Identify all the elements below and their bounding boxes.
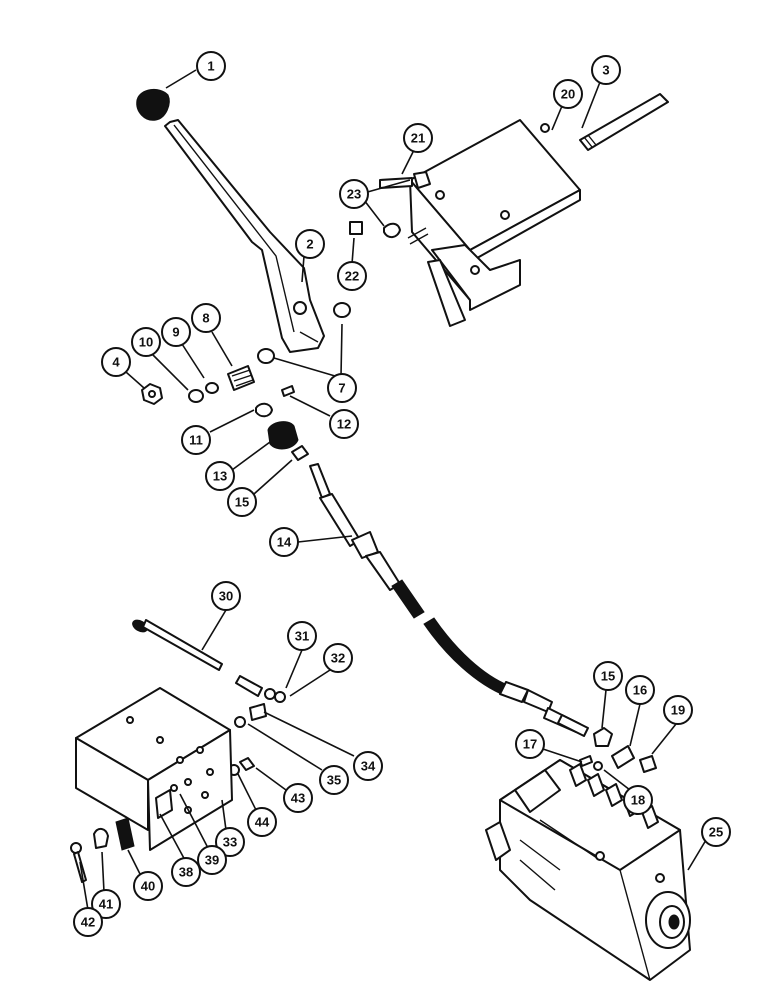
callout-22: 22 bbox=[337, 261, 367, 291]
callout-10: 10 bbox=[131, 327, 161, 357]
svg-text:25: 25 bbox=[709, 825, 723, 840]
svg-text:7: 7 bbox=[338, 381, 345, 396]
callout-39: 39 bbox=[197, 845, 227, 875]
svg-text:14: 14 bbox=[277, 535, 292, 550]
svg-text:31: 31 bbox=[295, 629, 309, 644]
callout-9: 9 bbox=[161, 317, 191, 347]
callout-8: 8 bbox=[191, 303, 221, 333]
callout-23: 23 bbox=[339, 179, 369, 209]
callout-11: 11 bbox=[181, 425, 211, 455]
svg-text:9: 9 bbox=[172, 325, 179, 340]
throttle-lever bbox=[164, 119, 325, 353]
callout-30: 30 bbox=[211, 581, 241, 611]
callout-42: 42 bbox=[73, 907, 103, 937]
svg-text:1: 1 bbox=[207, 59, 214, 74]
callout-16: 16 bbox=[625, 675, 655, 705]
svg-text:4: 4 bbox=[112, 355, 120, 370]
callout-19: 19 bbox=[663, 695, 693, 725]
callout-17: 17 bbox=[515, 729, 545, 759]
svg-text:20: 20 bbox=[561, 87, 575, 102]
svg-text:19: 19 bbox=[671, 703, 685, 718]
pin-and-ferrule bbox=[255, 385, 309, 461]
callout-34: 34 bbox=[353, 751, 383, 781]
cable-end-fittings bbox=[579, 727, 657, 773]
stop-control-bracket bbox=[75, 687, 233, 851]
callout-18: 18 bbox=[623, 785, 653, 815]
stop-control-rod bbox=[132, 619, 286, 776]
callout-44: 44 bbox=[247, 807, 277, 837]
svg-text:39: 39 bbox=[205, 853, 219, 868]
callout-2: 2 bbox=[295, 229, 325, 259]
leader-lines bbox=[79, 69, 707, 911]
svg-text:41: 41 bbox=[99, 897, 113, 912]
svg-text:2: 2 bbox=[306, 237, 313, 252]
svg-text:33: 33 bbox=[223, 835, 237, 850]
lever-mounting-bracket bbox=[409, 119, 581, 327]
callout-33: 33 bbox=[215, 827, 245, 857]
callout-43: 43 bbox=[283, 783, 313, 813]
svg-text:38: 38 bbox=[179, 865, 193, 880]
injection-pump bbox=[485, 759, 691, 981]
callout-31: 31 bbox=[287, 621, 317, 651]
svg-text:42: 42 bbox=[81, 915, 95, 930]
svg-text:35: 35 bbox=[327, 773, 341, 788]
svg-text:18: 18 bbox=[631, 793, 645, 808]
svg-text:3: 3 bbox=[602, 63, 609, 78]
throttle-knob bbox=[136, 88, 170, 121]
callout-13: 13 bbox=[205, 461, 235, 491]
svg-text:8: 8 bbox=[202, 311, 209, 326]
svg-text:16: 16 bbox=[633, 683, 647, 698]
callout-35: 35 bbox=[319, 765, 349, 795]
svg-text:10: 10 bbox=[139, 335, 153, 350]
svg-text:44: 44 bbox=[255, 815, 270, 830]
svg-text:15: 15 bbox=[601, 669, 615, 684]
pivot-shaft bbox=[407, 93, 669, 245]
callout-12: 12 bbox=[329, 409, 359, 439]
callout-41: 41 bbox=[91, 889, 121, 919]
svg-text:34: 34 bbox=[361, 759, 376, 774]
svg-text:15: 15 bbox=[235, 495, 249, 510]
callout-4: 4 bbox=[101, 347, 131, 377]
svg-text:12: 12 bbox=[337, 417, 351, 432]
clip-screw-parts bbox=[70, 817, 135, 883]
svg-text:23: 23 bbox=[347, 187, 361, 202]
svg-text:40: 40 bbox=[141, 879, 155, 894]
callout-1: 1 bbox=[196, 51, 226, 81]
throttle-cable bbox=[309, 463, 589, 737]
svg-text:22: 22 bbox=[345, 269, 359, 284]
callout-32: 32 bbox=[323, 643, 353, 673]
callout-40: 40 bbox=[133, 871, 163, 901]
callout-25: 25 bbox=[701, 817, 731, 847]
svg-text:21: 21 bbox=[411, 131, 425, 146]
callout-21: 21 bbox=[403, 123, 433, 153]
callout-38: 38 bbox=[171, 857, 201, 887]
svg-text:30: 30 bbox=[219, 589, 233, 604]
svg-text:13: 13 bbox=[213, 469, 227, 484]
svg-text:43: 43 bbox=[291, 791, 305, 806]
svg-text:17: 17 bbox=[523, 737, 537, 752]
friction-washers-and-spring bbox=[141, 302, 351, 405]
svg-text:32: 32 bbox=[331, 651, 345, 666]
callout-14: 14 bbox=[269, 527, 299, 557]
callout-15: 15 bbox=[227, 487, 257, 517]
callout-15-pump: 15 bbox=[593, 661, 623, 691]
svg-text:11: 11 bbox=[189, 433, 203, 448]
callout-20: 20 bbox=[553, 79, 583, 109]
callout-3: 3 bbox=[591, 55, 621, 85]
callout-7: 7 bbox=[327, 373, 357, 403]
